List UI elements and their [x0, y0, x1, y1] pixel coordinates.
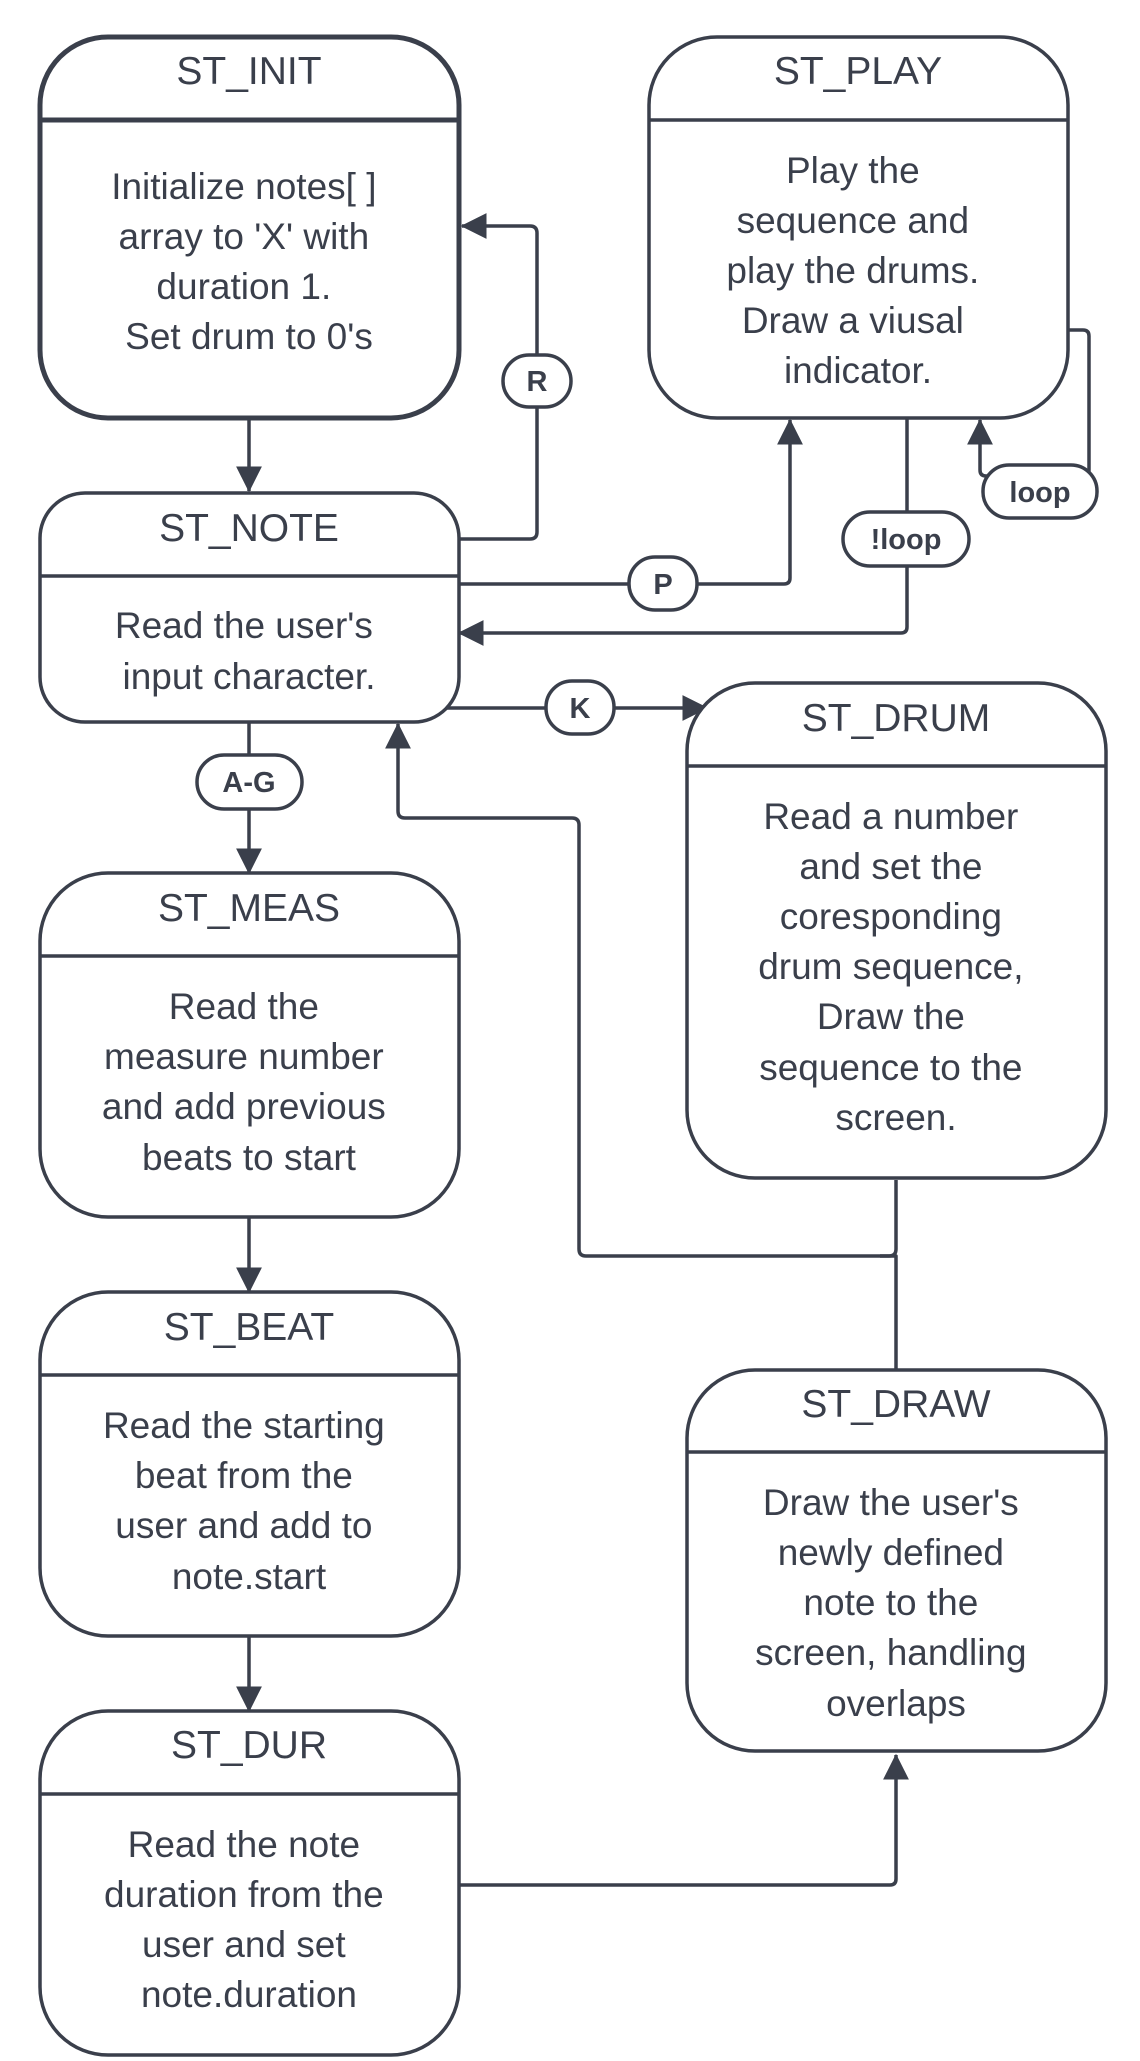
- state-title: ST_DUR: [171, 1724, 327, 1767]
- state-description: Read the starting beat from the user and…: [103, 1405, 395, 1597]
- svg-text:!loop: !loop: [871, 524, 942, 556]
- state-st-play: ST_PLAY Play the sequence and play the d…: [647, 35, 1070, 420]
- svg-text:A-G: A-G: [222, 767, 275, 799]
- edge-label-r: R: [501, 353, 573, 409]
- state-st-beat: ST_BEAT Read the starting beat from the …: [38, 1290, 461, 1638]
- state-st-note: ST_NOTE Read the user's input character.: [38, 491, 461, 724]
- edge-play-to-note: [457, 418, 909, 646]
- state-title: ST_PLAY: [774, 50, 942, 93]
- svg-text:P: P: [653, 569, 672, 601]
- svg-text:K: K: [570, 693, 591, 725]
- state-st-drum: ST_DRUM Read a number and set the coresp…: [685, 681, 1108, 1180]
- edge-label-a-g: A-G: [195, 753, 304, 811]
- state-st-dur: ST_DUR Read the note duration from the u…: [38, 1709, 461, 2057]
- state-st-init: ST_INIT Initialize notes[ ] array to 'X'…: [37, 34, 462, 421]
- state-title: ST_DRAW: [801, 1383, 990, 1426]
- state-title: ST_INIT: [176, 50, 321, 93]
- state-title: ST_NOTE: [159, 507, 339, 550]
- state-st-meas: ST_MEAS Read the measure number and add …: [38, 871, 461, 1219]
- svg-text:R: R: [527, 366, 548, 398]
- state-title: ST_DRUM: [802, 697, 991, 740]
- edge-drum-to-note: [880, 1180, 898, 1258]
- edge-dur-to-draw: [459, 1753, 909, 1887]
- state-description: Initialize notes[ ] array to 'X' with du…: [111, 166, 387, 357]
- state-description: Read a number and set the coresponding d…: [758, 796, 1034, 1138]
- edge-note-to-play: [459, 418, 803, 586]
- edge-draw-to-note: [385, 722, 898, 1370]
- edge-label-loop: loop: [981, 463, 1099, 520]
- state-description: Read the measure number and add previous…: [102, 986, 396, 1178]
- edge-label-not-loop: !loop: [841, 510, 971, 568]
- edge-label-p: P: [627, 555, 699, 612]
- state-description: Draw the user's newly defined note to th…: [755, 1482, 1037, 1724]
- edge-label-k: K: [544, 679, 616, 736]
- state-title: ST_BEAT: [164, 1306, 335, 1349]
- svg-text:loop: loop: [1009, 477, 1070, 509]
- state-st-draw: ST_DRAW Draw the user's newly defined no…: [685, 1368, 1108, 1753]
- state-description: Play the sequence and play the drums. Dr…: [726, 150, 989, 391]
- state-title: ST_MEAS: [158, 887, 340, 930]
- state-description: Read the note duration from the user and…: [104, 1824, 394, 2015]
- state-description: Read the user's input character.: [115, 605, 383, 697]
